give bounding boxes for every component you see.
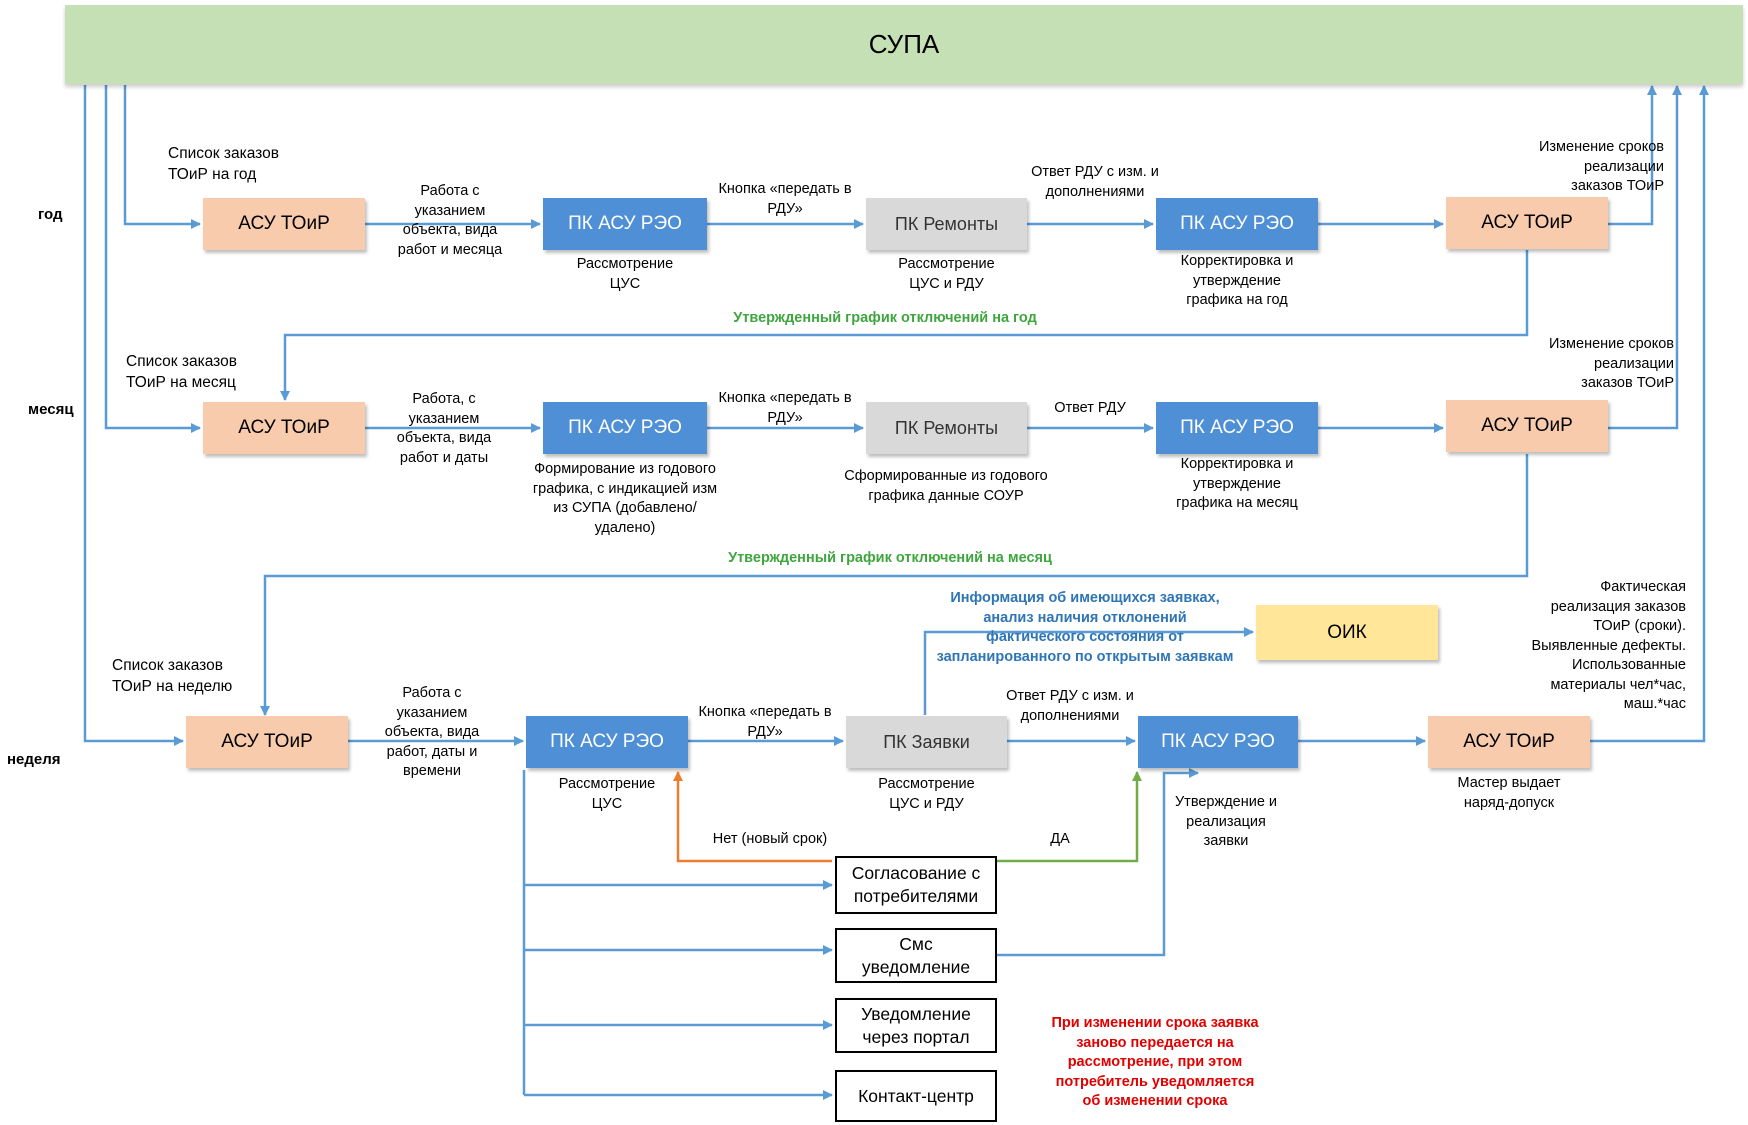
- contact-center-box: Контакт-центр: [835, 1070, 997, 1122]
- year-answer-label: Ответ РДУ с изм. и дополнениями: [1031, 164, 1159, 200]
- month-pk-asu-reo-1: ПК АСУ РЭО: [543, 402, 707, 454]
- reschedule-note: При изменении срока заявка заново переда…: [1051, 1015, 1259, 1110]
- year-approved-arrow: [280, 250, 1529, 401]
- year-approved-label: Утвержденный график отключений на год: [733, 310, 1037, 326]
- month-pk2-caption: Корректировка и утверждение графика на м…: [1176, 456, 1298, 512]
- year-button-label: Кнопка «передать в РДУ»: [718, 181, 852, 217]
- week-asu-toir-out: АСУ ТОиР: [1428, 716, 1590, 768]
- year-asu-toir-out: АСУ ТОиР: [1446, 197, 1608, 249]
- month-asu-toir-out: АСУ ТОиР: [1446, 400, 1608, 452]
- row-label-month: месяц: [28, 401, 74, 418]
- year-pk-asu-reo-2: ПК АСУ РЭО: [1156, 198, 1318, 250]
- week-pk-asu-reo-2: ПК АСУ РЭО: [1138, 716, 1298, 768]
- no-new-date-label: Нет (новый срок): [712, 831, 828, 847]
- week-pk1-caption: Рассмотрение ЦУС: [558, 776, 656, 812]
- week-pk-asu-reo-1: ПК АСУ РЭО: [526, 716, 688, 768]
- year-change-label: Изменение сроков реализации заказов ТОиР: [1538, 139, 1664, 195]
- month-pk-remonty: ПК Ремонты: [866, 402, 1027, 454]
- week-out-caption: Мастер выдает наряд-допуск: [1457, 775, 1561, 811]
- sms-notification-box: Смс уведомление: [835, 928, 997, 983]
- month-work-label: Работа, с указанием объекта, вида работ …: [396, 391, 492, 466]
- no-new-date-arrow: [673, 771, 832, 863]
- zayavki-to-oik-arrow: [923, 627, 1254, 715]
- year-pk1-caption: Рассмотрение ЦУС: [576, 256, 674, 292]
- year-pk-remonty: ПК Ремонты: [866, 198, 1027, 250]
- week-fact-label: Фактическая реализация заказов ТОиР (сро…: [1531, 579, 1687, 713]
- oik-box: ОИК: [1256, 605, 1438, 660]
- week-zayavki-caption: Рассмотрение ЦУС и РДУ: [878, 776, 975, 812]
- year-pk-asu-reo-1: ПК АСУ РЭО: [543, 198, 707, 250]
- yes-arrow: [997, 771, 1142, 863]
- row-label-year: год: [38, 206, 63, 223]
- agree-consumers-box: Согласование с потребителями: [835, 856, 997, 914]
- week-pk2-caption: Утверждение и реализация заявки: [1174, 794, 1278, 850]
- month-pk-asu-reo-2: ПК АСУ РЭО: [1156, 402, 1318, 454]
- supa-to-year-arrow: [123, 85, 201, 229]
- week-asu-toir-in: АСУ ТОиР: [186, 716, 348, 768]
- month-pk1-caption: Формирование из годового графика, с инди…: [532, 461, 718, 536]
- month-to-supa-arrow: [1608, 85, 1682, 430]
- month-approved-label: Утвержденный график отключений на месяц: [728, 550, 1052, 566]
- year-list-label: Список заказов ТОиР на год: [168, 145, 279, 183]
- week-answer-label: Ответ РДУ с изм. и дополнениями: [1006, 688, 1134, 724]
- year-work-label: Работа с указанием объекта, вида работ и…: [397, 183, 503, 258]
- year-to-supa-arrow: [1608, 85, 1657, 226]
- week-to-supa-arrow: [1590, 85, 1709, 743]
- sms-to-pk-arrow: [997, 768, 1199, 957]
- row-label-week: неделя: [7, 751, 61, 768]
- month-answer-label: Ответ РДУ: [1054, 400, 1126, 416]
- year-pk2-caption: Корректировка и утверждение графика на г…: [1180, 253, 1294, 309]
- week-pk-zayavki: ПК Заявки: [846, 716, 1007, 768]
- supa-to-week-arrow: [83, 85, 184, 746]
- month-change-label: Изменение сроков реализации заказов ТОиР: [1548, 336, 1674, 392]
- supa-header: СУПА: [65, 5, 1743, 84]
- month-approved-arrow: [260, 454, 1529, 716]
- supa-to-month-arrow: [104, 85, 201, 433]
- month-list-label: Список заказов ТОиР на месяц: [126, 353, 237, 391]
- year-asu-toir-in: АСУ ТОиР: [203, 198, 365, 250]
- month-remonty-caption: Сформированные из годового графика данны…: [844, 468, 1048, 504]
- portal-notification-box: Уведомление через портал: [835, 998, 997, 1053]
- week-info-label: Информация об имеющихся заявках, анализ …: [936, 590, 1234, 665]
- year-remonty-caption: Рассмотрение ЦУС и РДУ: [898, 256, 995, 292]
- yes-label: ДА: [1050, 831, 1070, 847]
- week-list-label: Список заказов ТОиР на неделю: [112, 657, 233, 695]
- month-button-label: Кнопка «передать в РДУ»: [718, 390, 852, 426]
- week-button-label: Кнопка «передать в РДУ»: [698, 704, 832, 740]
- month-asu-toir-in: АСУ ТОиР: [203, 402, 365, 454]
- week-work-label: Работа с указанием объекта, вида работ, …: [384, 685, 480, 780]
